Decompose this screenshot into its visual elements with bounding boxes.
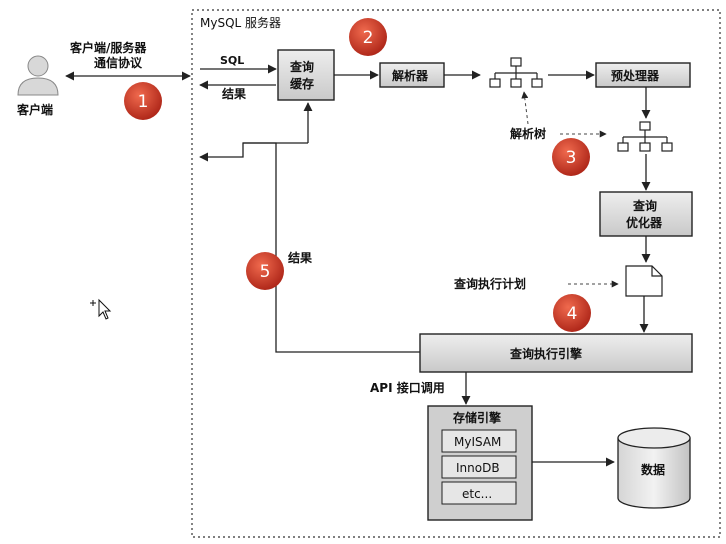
data-label: 数据 [641,462,665,477]
parse-tree-label: 解析树 [510,126,546,141]
query-cache-box [277,49,335,101]
execution-plan-doc-icon [625,265,663,297]
optimizer-line2: 优化器 [626,215,663,230]
engine-etc: etc... [462,487,492,501]
preprocessor-box [595,62,691,88]
query-cache-line2: 缓存 [290,76,314,91]
badge-4: 4 [553,294,591,332]
optimizer-line1: 查询 [632,198,657,213]
engine-etc-box [441,481,517,505]
protocol-label-line2: 通信协议 [94,55,143,70]
engine-myisam-box [441,429,517,453]
client-user-icon [17,55,59,96]
result-return-path [199,142,420,353]
storage-title: 存储引擎 [452,410,501,425]
exec-plan-label: 查询执行计划 [453,276,526,291]
result-label-top: 结果 [222,86,246,101]
badge-1-text: 1 [138,92,149,112]
badge-5: 5 [246,252,284,290]
badge-2-text: 2 [363,28,374,48]
parse-tree-pointer-up [521,91,529,125]
badge-3-text: 3 [566,148,577,168]
mouse-cursor-icon [90,298,112,320]
badge-5-text: 5 [260,262,271,282]
query-cache-line1: 查询 [289,59,314,74]
protocol-label-line1: 客户端/服务器 [69,40,147,55]
badge-2: 2 [349,18,387,56]
parser-box [379,62,445,88]
client-label: 客户端 [16,102,53,117]
engine-myisam: MyISAM [454,435,501,449]
parse-tree-icon [489,57,543,88]
parse-tree-icon-2 [617,121,673,152]
server-boundary [191,9,721,538]
api-label: API 接口调用 [370,380,445,395]
sql-label: SQL [220,54,244,67]
exec-engine-label: 查询执行引擎 [509,346,582,361]
data-cylinder-icon [617,427,691,509]
engine-innodb-box [441,455,517,479]
parser-label: 解析器 [392,68,429,83]
badge-4-text: 4 [567,304,578,324]
engine-innodb: InnoDB [456,461,500,475]
server-title: MySQL 服务器 [200,15,281,30]
badge-1: 1 [124,82,162,120]
optimizer-box [599,191,693,237]
result-label-mid: 结果 [288,250,312,265]
badge-3: 3 [552,138,590,176]
exec-engine-box [419,333,693,373]
preprocessor-label: 预处理器 [611,68,660,83]
